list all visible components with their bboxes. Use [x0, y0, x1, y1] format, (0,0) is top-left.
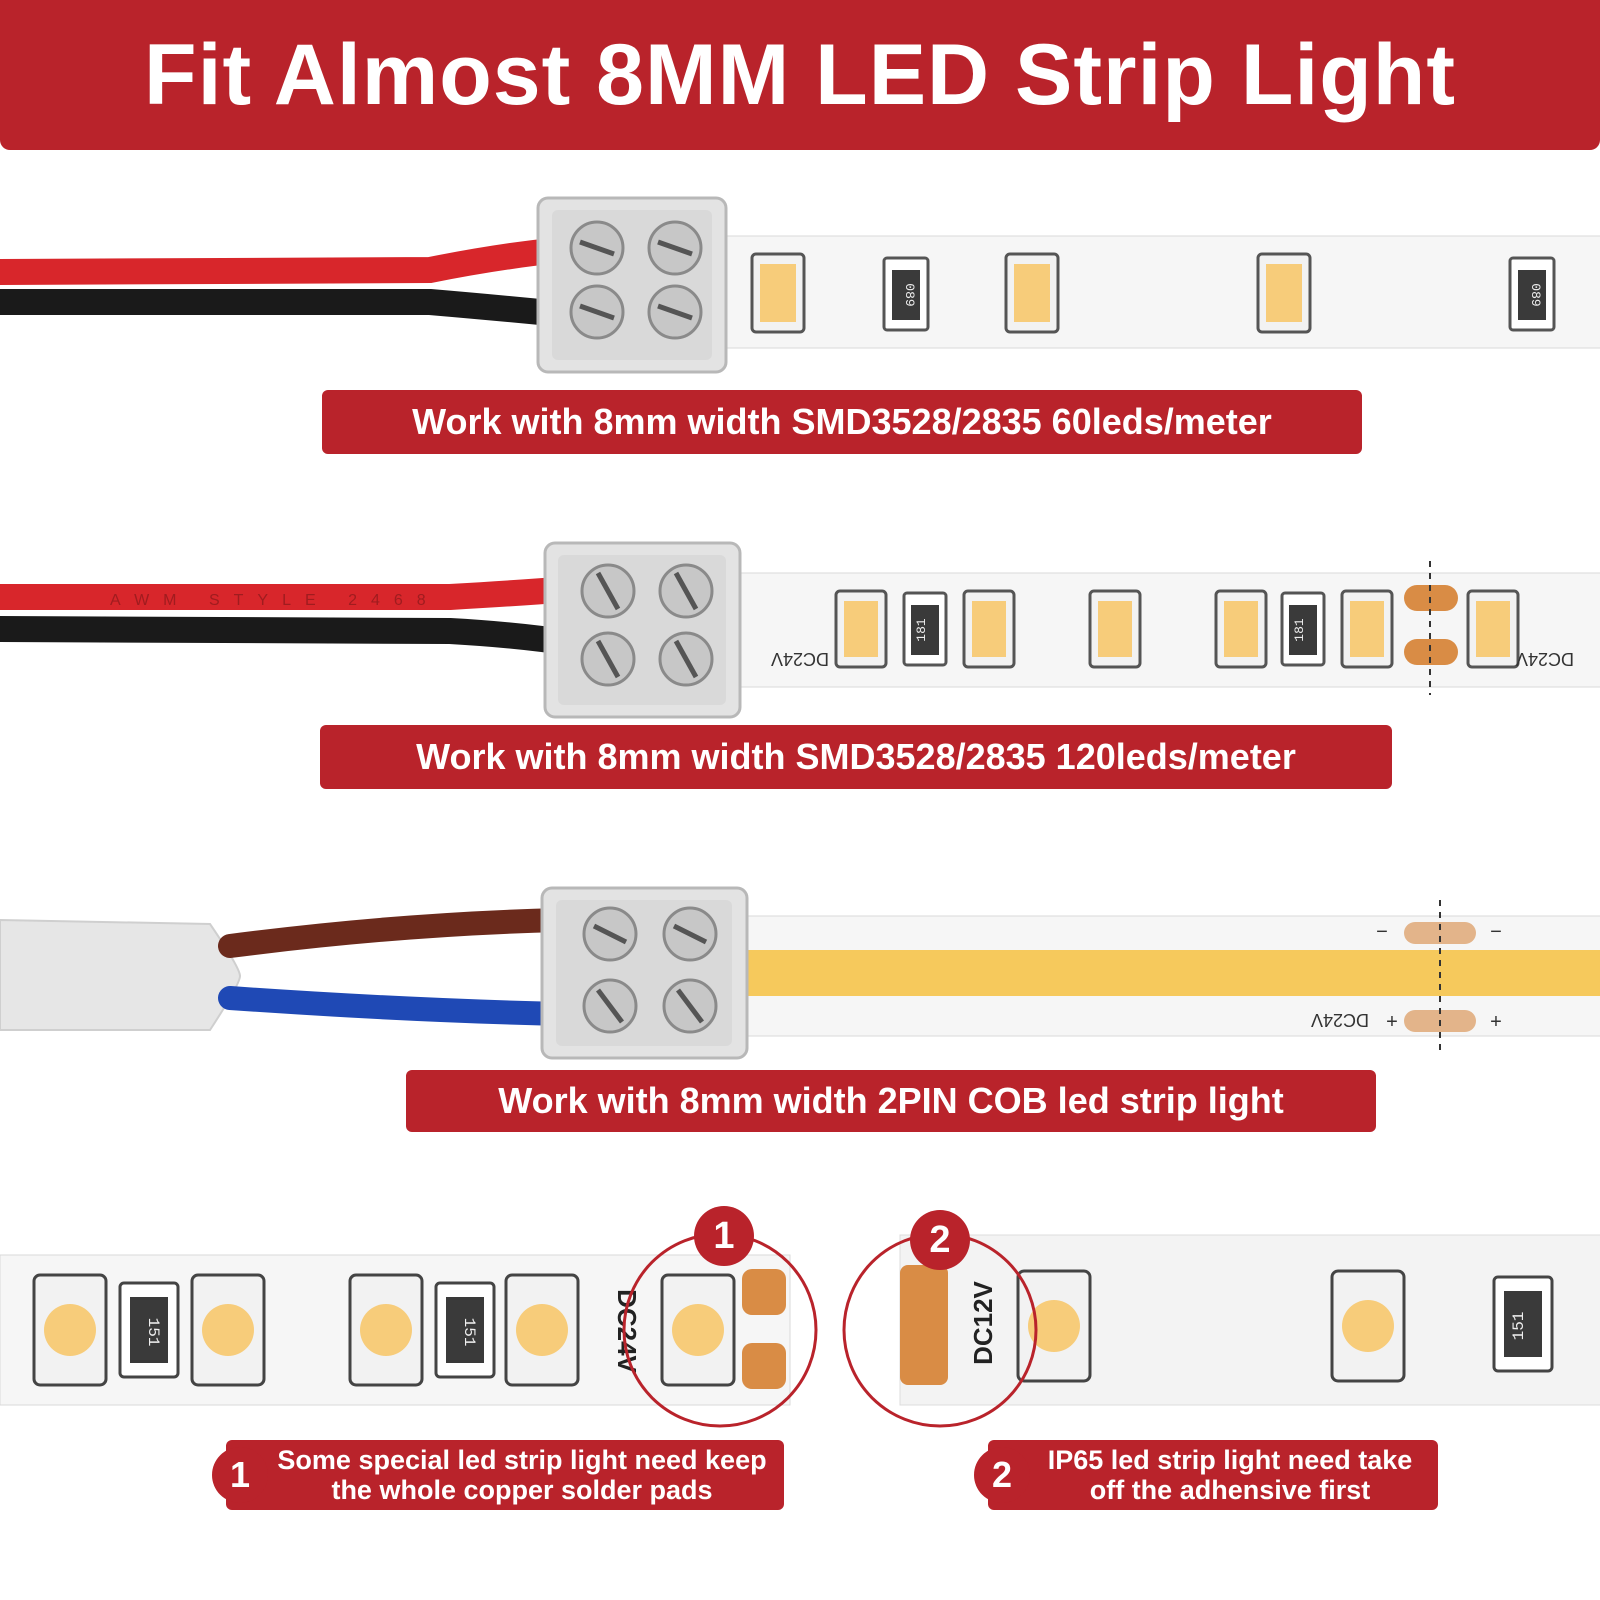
led-strip: [699, 235, 1600, 349]
resistor-icon: 089 089: [882, 256, 1556, 332]
voltage-label: DC24V: [771, 649, 829, 669]
resistor-icon: 151 151: [118, 1281, 496, 1379]
minus-sign: −: [1490, 921, 1502, 943]
note-text: Some special led strip light need keep t…: [277, 1445, 767, 1505]
resistor-icon: 181 181: [902, 591, 1326, 667]
page-title: Fit Almost 8MM LED Strip Light: [144, 26, 1456, 123]
red-wire: [0, 237, 573, 285]
voltage-label: DC24V: [1311, 1010, 1369, 1030]
blue-wire: [218, 986, 572, 1026]
scene-strip-120leds: AWM STYLE 2468 DC24V 181 181: [0, 535, 1600, 725]
copper-pad-icon: [1404, 561, 1458, 695]
copper-pad-icon: [1404, 900, 1476, 1050]
resistor-label: 151: [1510, 1312, 1528, 1341]
wire-print: AWM STYLE 2468: [110, 592, 440, 609]
note-text: IP65 led strip light need take off the a…: [1047, 1445, 1413, 1505]
resistor-label: 181: [914, 618, 929, 642]
voltage-label: DC24V: [1516, 649, 1574, 669]
resistor-label: 151: [144, 1318, 162, 1347]
copper-pad-icon: [742, 1269, 786, 1389]
note-number: 2: [974, 1447, 1030, 1503]
smd-led-icon: [32, 1273, 736, 1387]
smd-led-icon: [1016, 1269, 1406, 1383]
scene-detail-strips: 151 151 DC24V DC12V 151: [0, 1205, 1600, 1435]
scene-strip-60leds: 089 089: [0, 190, 1600, 380]
title-banner: Fit Almost 8MM LED Strip Light: [0, 0, 1600, 150]
note-number: 1: [212, 1447, 268, 1503]
resistor-label: 089: [902, 283, 917, 306]
copper-pad-icon: [900, 1265, 948, 1385]
resistor-label: 089: [1528, 283, 1543, 306]
note-2: 2 IP65 led strip light need take off the…: [974, 1440, 1438, 1510]
voltage-label: DC12V: [968, 1280, 998, 1364]
callout-badge-2: 2: [910, 1210, 970, 1270]
plus-sign: +: [1386, 1011, 1398, 1033]
banner-cob: Work with 8mm width 2PIN COB led strip l…: [406, 1070, 1376, 1132]
note-1: 1 Some special led strip light need keep…: [212, 1440, 784, 1510]
black-wire: [0, 289, 573, 327]
resistor-icon: 151: [1492, 1275, 1554, 1373]
smd-led-icon: [834, 589, 1520, 669]
strip-60leds-illustration: 089 089: [0, 196, 1600, 374]
callout-badge-1: 1: [694, 1206, 754, 1266]
white-cable-jacket: [0, 918, 242, 1031]
banner-60leds: Work with 8mm width SMD3528/2835 60leds/…: [322, 390, 1362, 454]
minus-sign: −: [1376, 921, 1388, 943]
strip-cob-illustration: − − DC24V + +: [0, 886, 1600, 1060]
screw-icon: [569, 220, 703, 340]
screw-icon: [582, 906, 718, 1034]
plus-sign: +: [1490, 1011, 1502, 1033]
brown-wire: [218, 908, 572, 958]
smd-led-icon: [750, 252, 1312, 334]
black-wire: [0, 616, 583, 656]
scene-strip-cob: − − DC24V + +: [0, 880, 1600, 1070]
resistor-label: 181: [1292, 618, 1307, 642]
banner-120leds: Work with 8mm width SMD3528/2835 120leds…: [320, 725, 1392, 789]
cob-light-band: [730, 950, 1600, 996]
resistor-label: 151: [460, 1318, 478, 1347]
detail-strips-illustration: 151 151 DC24V DC12V 151: [0, 1232, 1600, 1428]
strip-120leds-illustration: AWM STYLE 2468 DC24V 181 181: [0, 541, 1600, 719]
screw-icon: [580, 563, 714, 687]
